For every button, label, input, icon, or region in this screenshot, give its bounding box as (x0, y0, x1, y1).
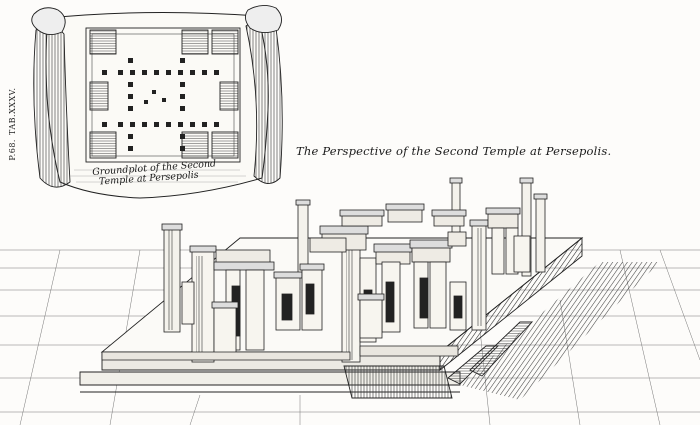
plate-number: TAB.XXXV. (7, 87, 17, 136)
ground-plan-piers (102, 58, 219, 151)
temple-columns (101, 177, 548, 363)
scroll-ground-plan (31, 5, 283, 199)
page-reference: P.68. (7, 139, 17, 161)
portal-frames (181, 203, 531, 363)
plate-title: The Perspective of the Second Temple at … (296, 144, 612, 158)
page-and-plate-reference: P.68. TAB.XXXV. (0, 87, 42, 160)
ground-plan-drawing (85, 27, 241, 163)
